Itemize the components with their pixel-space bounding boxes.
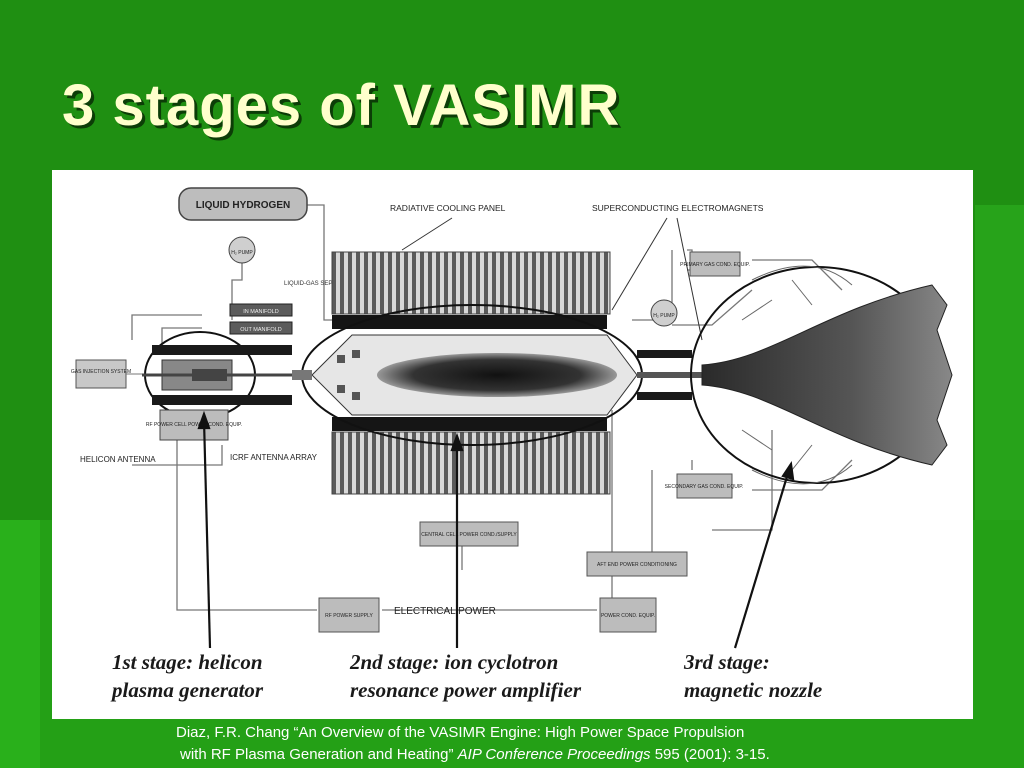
stage2-caption-line1: 2nd stage: ion cyclotron — [350, 650, 559, 674]
liquid-hydrogen-tank — [178, 187, 308, 221]
slide-title: 3 stages of VASIMR — [62, 73, 621, 138]
stage1-caption-line1: 1st stage: helicon — [112, 650, 263, 674]
citation-line2-prefix: with RF Plasma Generation and Heating” — [180, 746, 458, 763]
aft-end-power-box — [586, 551, 688, 577]
secondary-gas-label: SECONDARY GAS COND. EQUIP. — [665, 484, 744, 490]
aft-end-power-label: AFT END POWER CONDITIONING — [597, 562, 677, 568]
h2-pump-icon — [228, 236, 256, 264]
electromagnets-label: SUPERCONDUCTING ELECTROMAGNETS — [592, 203, 764, 213]
central-cell-power-label: CENTRAL CELL POWER COND./SUPPLY — [421, 532, 517, 538]
stage1-caption-line2: plasma generator — [112, 678, 264, 702]
background-band-left — [0, 520, 40, 768]
power-cond-box — [599, 597, 657, 633]
helicon-magnet-top — [152, 345, 292, 355]
separator-label: LIQUID-GAS SEPARATOR — [284, 281, 357, 287]
vasimr-diagram: LIQUID HYDROGEN H₂ PUMP LIQUID-GAS SEPAR… — [52, 170, 973, 719]
h2-pump-2-icon — [650, 299, 678, 327]
power-cond-label: POWER COND. EQUIP. — [601, 613, 655, 619]
secondary-gas-box — [676, 473, 733, 499]
plasma-core — [377, 353, 617, 397]
gas-injection-label: GAS INJECTION SYSTEM — [71, 369, 131, 375]
helicon-magnet-bottom — [152, 395, 292, 405]
central-cell-power-box — [419, 521, 519, 547]
citation-line2: with RF Plasma Generation and Heating” A… — [176, 744, 876, 766]
citation-line2-suffix: 595 (2001): 3-15. — [650, 746, 770, 763]
background-band-right — [975, 205, 1024, 520]
cooling-panel-top — [331, 251, 611, 315]
primary-gas-box — [689, 251, 741, 277]
plasma-plume — [701, 284, 953, 466]
stage3-caption-line1: 3rd stage: — [684, 650, 770, 674]
citation-journal: AIP Conference Proceedings — [457, 746, 651, 763]
citation: Diaz, F.R. Chang “An Overview of the VAS… — [176, 722, 876, 766]
stage1-caption: 1st stage: helicon plasma generator — [112, 648, 263, 704]
citation-line1: Diaz, F.R. Chang “An Overview of the VAS… — [176, 724, 745, 741]
liquid-hydrogen-label: LIQUID HYDROGEN — [196, 200, 290, 211]
in-manifold-label: IN MANIFOLD — [243, 309, 278, 315]
stage3-caption: 3rd stage: magnetic nozzle — [684, 648, 822, 704]
helicon-antenna-label: HELICON ANTENNA — [80, 455, 156, 464]
cooling-panel-bottom — [331, 431, 611, 495]
radiative-cooling-label: RADIATIVE COOLING PANEL — [390, 203, 506, 213]
stage2-caption-line2: resonance power amplifier — [350, 678, 581, 702]
rf-power-cell-label: RF POWER CELL POWER COND. EQUIP. — [146, 422, 242, 428]
stage-pointer-arrows — [197, 410, 795, 649]
rf-power-supply-box — [318, 597, 380, 633]
magnet-bottom — [332, 417, 607, 431]
rf-power-cell-box — [159, 409, 229, 441]
h2-pump-label: H₂ PUMP — [231, 250, 253, 256]
stage3-caption-line2: magnetic nozzle — [684, 678, 823, 702]
out-manifold — [229, 321, 293, 335]
electrical-power-label: ELECTRICAL POWER — [394, 606, 496, 617]
in-manifold — [229, 303, 293, 317]
rf-power-supply-label: RF POWER SUPPLY — [325, 613, 373, 619]
primary-gas-label: PRIMARY GAS COND. EQUIP. — [680, 262, 750, 268]
h2-pump-2-label: H₂ PUMP — [653, 313, 675, 319]
icrf-antenna-label: ICRF ANTENNA ARRAY — [230, 453, 318, 462]
magnet-top — [332, 315, 607, 329]
stage2-caption: 2nd stage: ion cyclotron resonance power… — [350, 648, 581, 704]
out-manifold-label: OUT MANIFOLD — [240, 327, 281, 333]
